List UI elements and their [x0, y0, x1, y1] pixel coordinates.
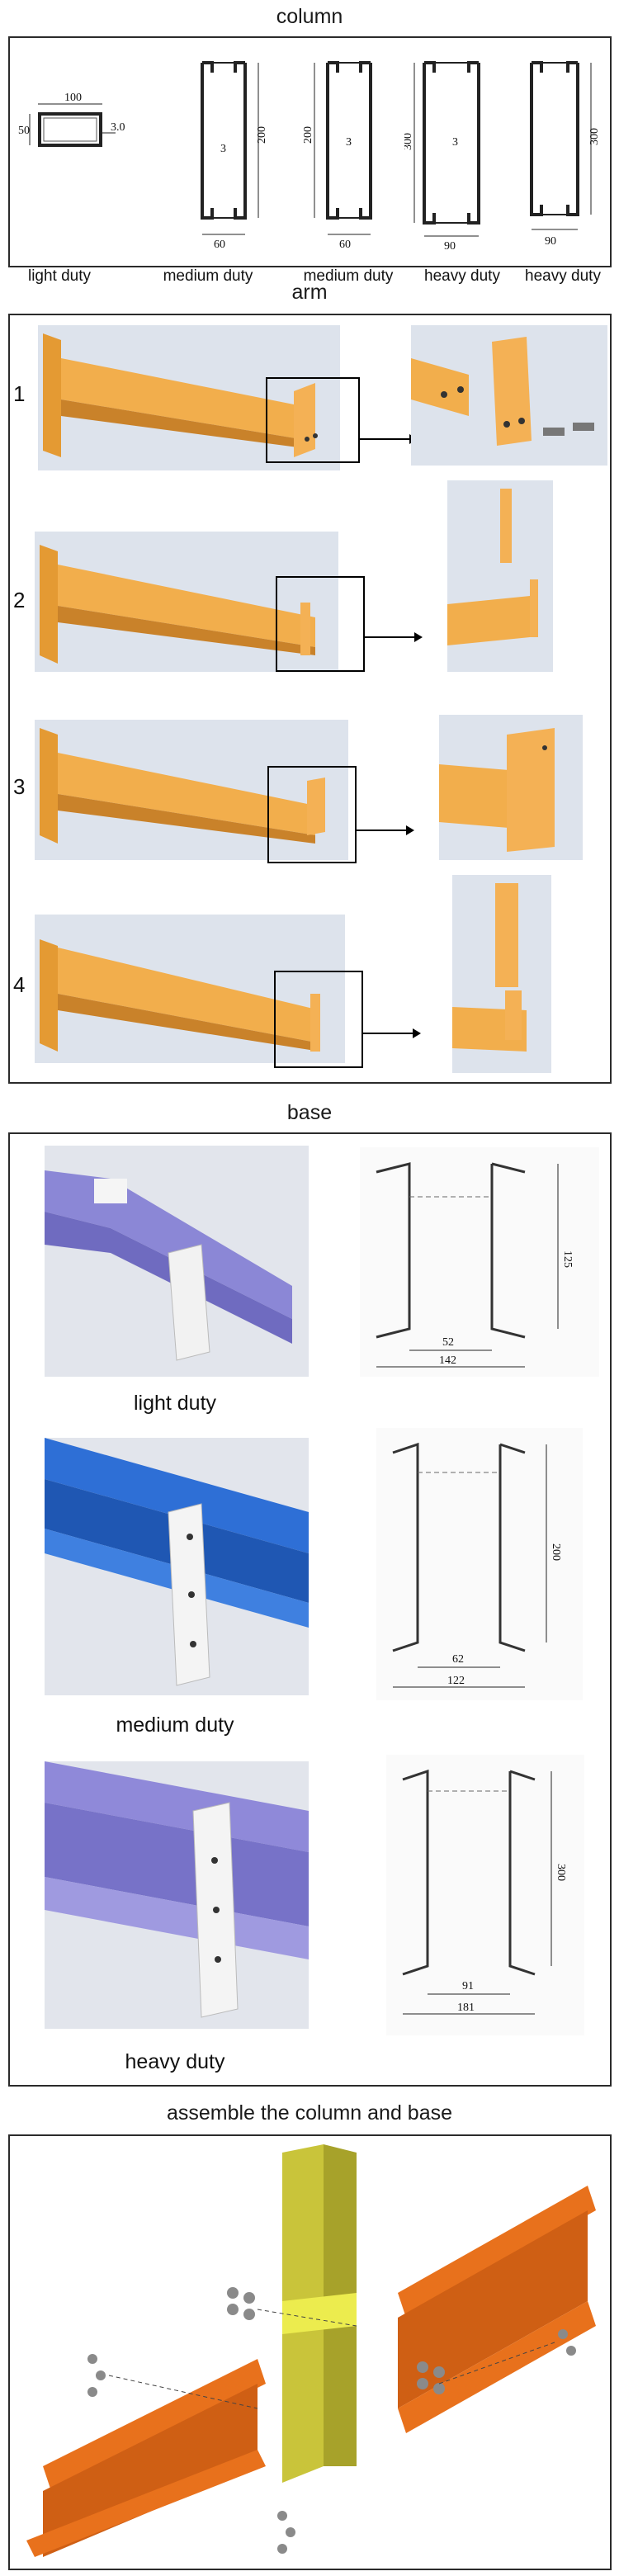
dim-light-height: 50: [18, 125, 30, 137]
base-label-medium: medium duty: [116, 1713, 234, 1737]
dim-base-light-inner: 52: [442, 1336, 454, 1349]
dim-base-med-outer: 122: [447, 1675, 465, 1687]
arm-number-3: 3: [13, 774, 26, 799]
arm-image-2: [35, 532, 338, 672]
arm-zoom-box-2: [276, 576, 365, 672]
section-title-base: base: [286, 1101, 333, 1124]
dim-med2-h: 200: [303, 126, 314, 144]
arm-zoom-box-3: [267, 766, 357, 863]
dim-base-light-h: 125: [561, 1250, 574, 1268]
dim-med2-w: 60: [339, 239, 351, 251]
dim-light-width: 100: [64, 92, 82, 104]
base-image-heavy: [45, 1761, 309, 2029]
column-heavy1-drawing: 300 3 90: [402, 46, 503, 253]
base-drawing-medium: 200 62 122: [376, 1428, 583, 1700]
dim-med1-h: 200: [256, 126, 268, 144]
section-title-assemble: assemble the column and base: [166, 2101, 453, 2125]
arm-number-4: 4: [13, 972, 26, 997]
dim-heavy2-h: 300: [588, 128, 601, 145]
arm-number-1: 1: [13, 381, 26, 406]
column-label-medium1: medium duty: [163, 267, 253, 285]
dim-base-heavy-outer: 181: [457, 2002, 475, 2014]
column-panel: 100 50 3.0 200 3 60 200 3: [8, 36, 612, 285]
dim-med2-t: 3: [346, 136, 352, 149]
column-light-drawing: 100 50 3.0: [17, 87, 140, 178]
arm-detail-4: [452, 875, 551, 1073]
section-title-arm: arm: [291, 281, 328, 304]
arrow-icon: [365, 632, 423, 642]
column-medium1-drawing: 200 3 60: [179, 46, 286, 253]
arm-zoom-box-1: [266, 377, 360, 463]
base-drawing-heavy: 300 91 181: [386, 1755, 584, 2035]
dim-heavy1-h: 300: [404, 133, 414, 150]
arm-number-2: 2: [13, 588, 26, 612]
base-drawing-light: 125 52 142: [360, 1147, 599, 1377]
arm-image-1: [38, 325, 340, 470]
arm-detail-3: [439, 715, 583, 860]
assembly-illustration: [10, 2136, 610, 2569]
arrow-icon: [360, 434, 418, 444]
arm-detail-1: [411, 325, 607, 466]
base-image-light: [45, 1146, 309, 1377]
base-panel: light duty 125 52 142 medium duty 200: [8, 1132, 612, 2087]
dim-base-light-outer: 142: [439, 1354, 456, 1367]
column-label-medium2: medium duty: [303, 267, 394, 285]
dim-med1-w: 60: [214, 239, 225, 251]
column-label-heavy2: heavy duty: [525, 267, 601, 285]
base-image-medium: [45, 1438, 309, 1695]
dim-med1-t: 3: [220, 143, 226, 155]
arm-image-4: [35, 915, 345, 1063]
arm-zoom-box-4: [274, 971, 363, 1068]
dim-heavy1-w: 90: [444, 240, 456, 253]
arrow-icon: [363, 1028, 421, 1038]
column-medium2-drawing: 200 3 60: [302, 46, 410, 253]
base-label-heavy: heavy duty: [125, 2050, 225, 2073]
arm-detail-2: [447, 480, 553, 672]
base-label-light: light duty: [133, 1392, 217, 1415]
dim-heavy2-w: 90: [545, 235, 556, 248]
column-label-light: light duty: [27, 267, 92, 285]
dim-base-med-h: 200: [550, 1543, 562, 1561]
section-title-column: column: [276, 5, 343, 28]
dim-base-heavy-inner: 91: [462, 1980, 474, 1992]
column-label-heavy1: heavy duty: [424, 267, 500, 285]
arm-panel: 1 2: [8, 314, 612, 1084]
dim-light-thick: 3.0: [111, 121, 125, 134]
dim-heavy1-t: 3: [452, 136, 458, 149]
arrow-icon: [357, 825, 414, 835]
dim-base-heavy-h: 300: [555, 1864, 567, 1881]
assemble-panel: [8, 2134, 612, 2570]
dim-base-med-inner: 62: [452, 1653, 464, 1666]
column-heavy2-drawing: 300 90: [515, 46, 610, 253]
arm-image-3: [35, 720, 348, 860]
